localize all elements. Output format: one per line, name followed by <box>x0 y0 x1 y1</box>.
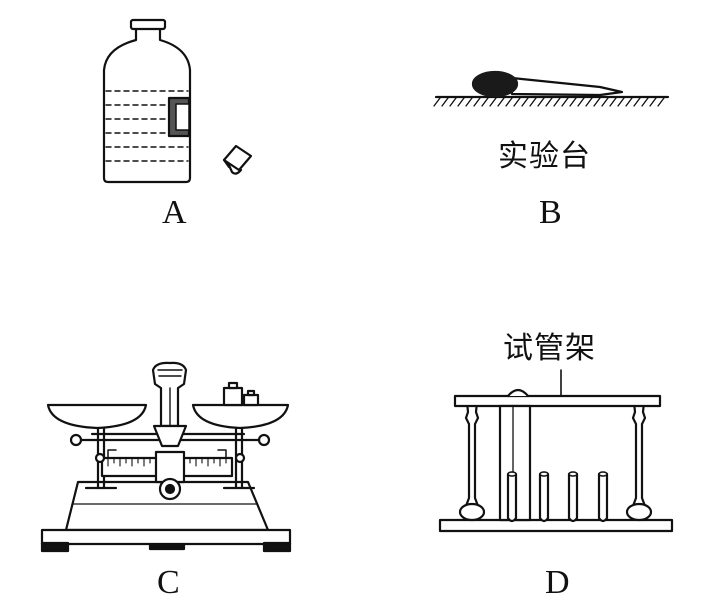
weights <box>222 381 260 407</box>
balance-beam <box>69 424 271 448</box>
bench-surface <box>433 95 670 107</box>
panel-d-illustration <box>438 369 674 533</box>
panel-a-illustration <box>102 18 253 184</box>
test-tubes <box>506 471 609 523</box>
panel-b-label: B <box>539 194 562 231</box>
rack-post-right <box>625 400 653 522</box>
panel-a-label: A <box>162 194 187 231</box>
matchstick <box>471 70 624 98</box>
bottle-stopper <box>222 144 253 175</box>
rack-top-shelf <box>453 388 662 408</box>
panel-c-illustration <box>40 361 292 553</box>
leveling-screws <box>94 452 246 464</box>
balance-pillar <box>151 361 188 428</box>
left-pan <box>46 403 148 430</box>
panel-c-label: C <box>157 564 180 601</box>
balance-base <box>40 480 292 553</box>
panel-b-caption: 实验台 <box>498 139 591 174</box>
rack-base <box>438 518 674 533</box>
panel-b-illustration <box>433 70 670 107</box>
rack-post-left <box>458 400 486 522</box>
panel-d-caption: 试管架 <box>503 331 596 366</box>
bottle-label <box>167 96 191 138</box>
rider-scale <box>100 449 234 501</box>
reagent-bottle <box>102 18 192 184</box>
liquid-lines <box>105 90 189 162</box>
right-pan <box>191 403 290 430</box>
panel-d-label: D <box>545 564 570 601</box>
